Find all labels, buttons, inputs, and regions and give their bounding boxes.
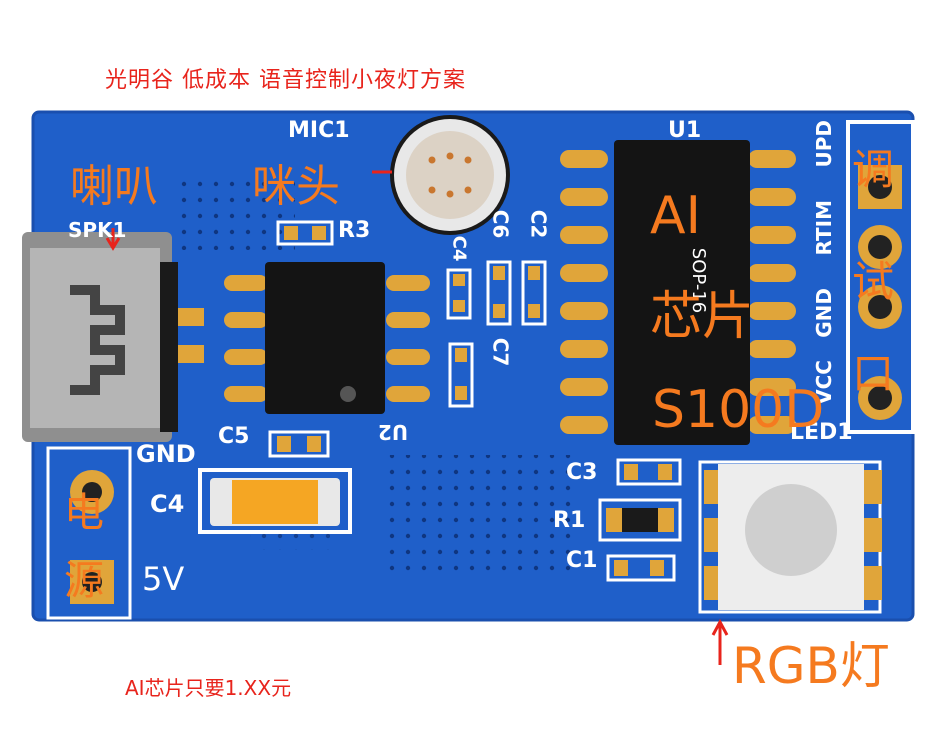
silk-c4-small: C4 [448,235,470,262]
speaker-connector [22,232,204,442]
annotation-speaker: 喇叭 [70,161,158,212]
silk-5v: 5V [142,560,185,598]
silk-c3: C3 [566,460,598,485]
rgb-led [698,460,882,614]
silk-gnd-right: GND [812,288,836,338]
silk-c7: C7 [488,337,513,367]
annotation-rgb-lamp: RGB灯 [732,637,890,695]
annotation-power-1: 电 [64,490,104,536]
debug-header [846,120,915,434]
silk-c5: C5 [218,424,250,449]
page-title: 光明谷 低成本 语音控制小夜灯方案 [105,68,466,93]
u2-chip [224,262,430,414]
annotation-debug-1: 调 [852,145,895,194]
price-note: AI芯片只要1.XX元 [125,676,292,700]
annotation-mic: 咪头 [252,161,340,212]
annotation-debug-2: 试 [852,257,895,306]
silk-u2: U2 [378,420,409,444]
silk-u1: U1 [668,118,702,143]
silk-c2: C2 [526,209,551,239]
annotation-power-2: 源 [64,558,104,604]
silk-c6: C6 [488,209,513,239]
microphone [390,115,510,235]
c4-capacitor [198,468,352,534]
annotation-ai-2: 芯片 [650,287,755,347]
silk-spk1: SPK1 [68,218,127,242]
silk-c1: C1 [566,548,598,573]
silk-r3: R3 [338,218,371,243]
silk-led1: LED1 [790,420,853,445]
silk-rtim: RTIM [812,200,836,256]
silk-c4: C4 [150,490,185,518]
annotation-ai-1: AI [650,186,701,246]
silk-upd: UPD [812,120,836,168]
silk-gnd-left: GND [136,440,196,468]
annotation-ai-3: S100D [652,380,825,440]
silk-r1: R1 [553,508,586,533]
silk-mic1: MIC1 [288,118,350,143]
u1-chip [560,140,796,445]
annotation-debug-3: 口 [852,349,895,398]
